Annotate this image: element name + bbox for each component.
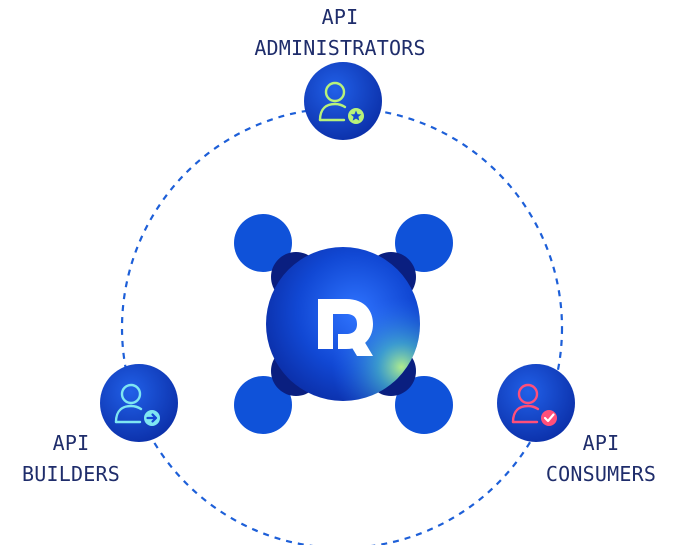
hub-node-bottom-left xyxy=(234,376,292,434)
hub-node-top-left xyxy=(234,214,292,272)
builders-node xyxy=(100,364,178,442)
hub-core-glow xyxy=(266,247,420,401)
administrators-label: API ADMINISTRATORS xyxy=(230,2,450,64)
hub-node-top-right xyxy=(395,214,453,272)
hub-node-bottom-right xyxy=(395,376,453,434)
consumers-label-line2: CONSUMERS xyxy=(545,462,657,486)
consumers-node xyxy=(497,364,575,442)
user-arrow-icon xyxy=(114,383,160,426)
administrators-label-line1: API xyxy=(321,5,359,29)
consumers-label-line1: API xyxy=(582,431,620,455)
builders-label-line2: BUILDERS xyxy=(22,462,120,486)
user-check-icon xyxy=(511,383,557,426)
builders-label: API BUILDERS xyxy=(0,428,142,490)
consumers-label: API CONSUMERS xyxy=(526,428,676,490)
central-hub-cluster xyxy=(234,214,453,434)
user-star-icon xyxy=(318,81,364,124)
administrators-node xyxy=(304,62,382,140)
administrators-label-line2: ADMINISTRATORS xyxy=(254,36,426,60)
builders-label-line1: API xyxy=(52,431,90,455)
product-logo-icon xyxy=(318,299,373,356)
